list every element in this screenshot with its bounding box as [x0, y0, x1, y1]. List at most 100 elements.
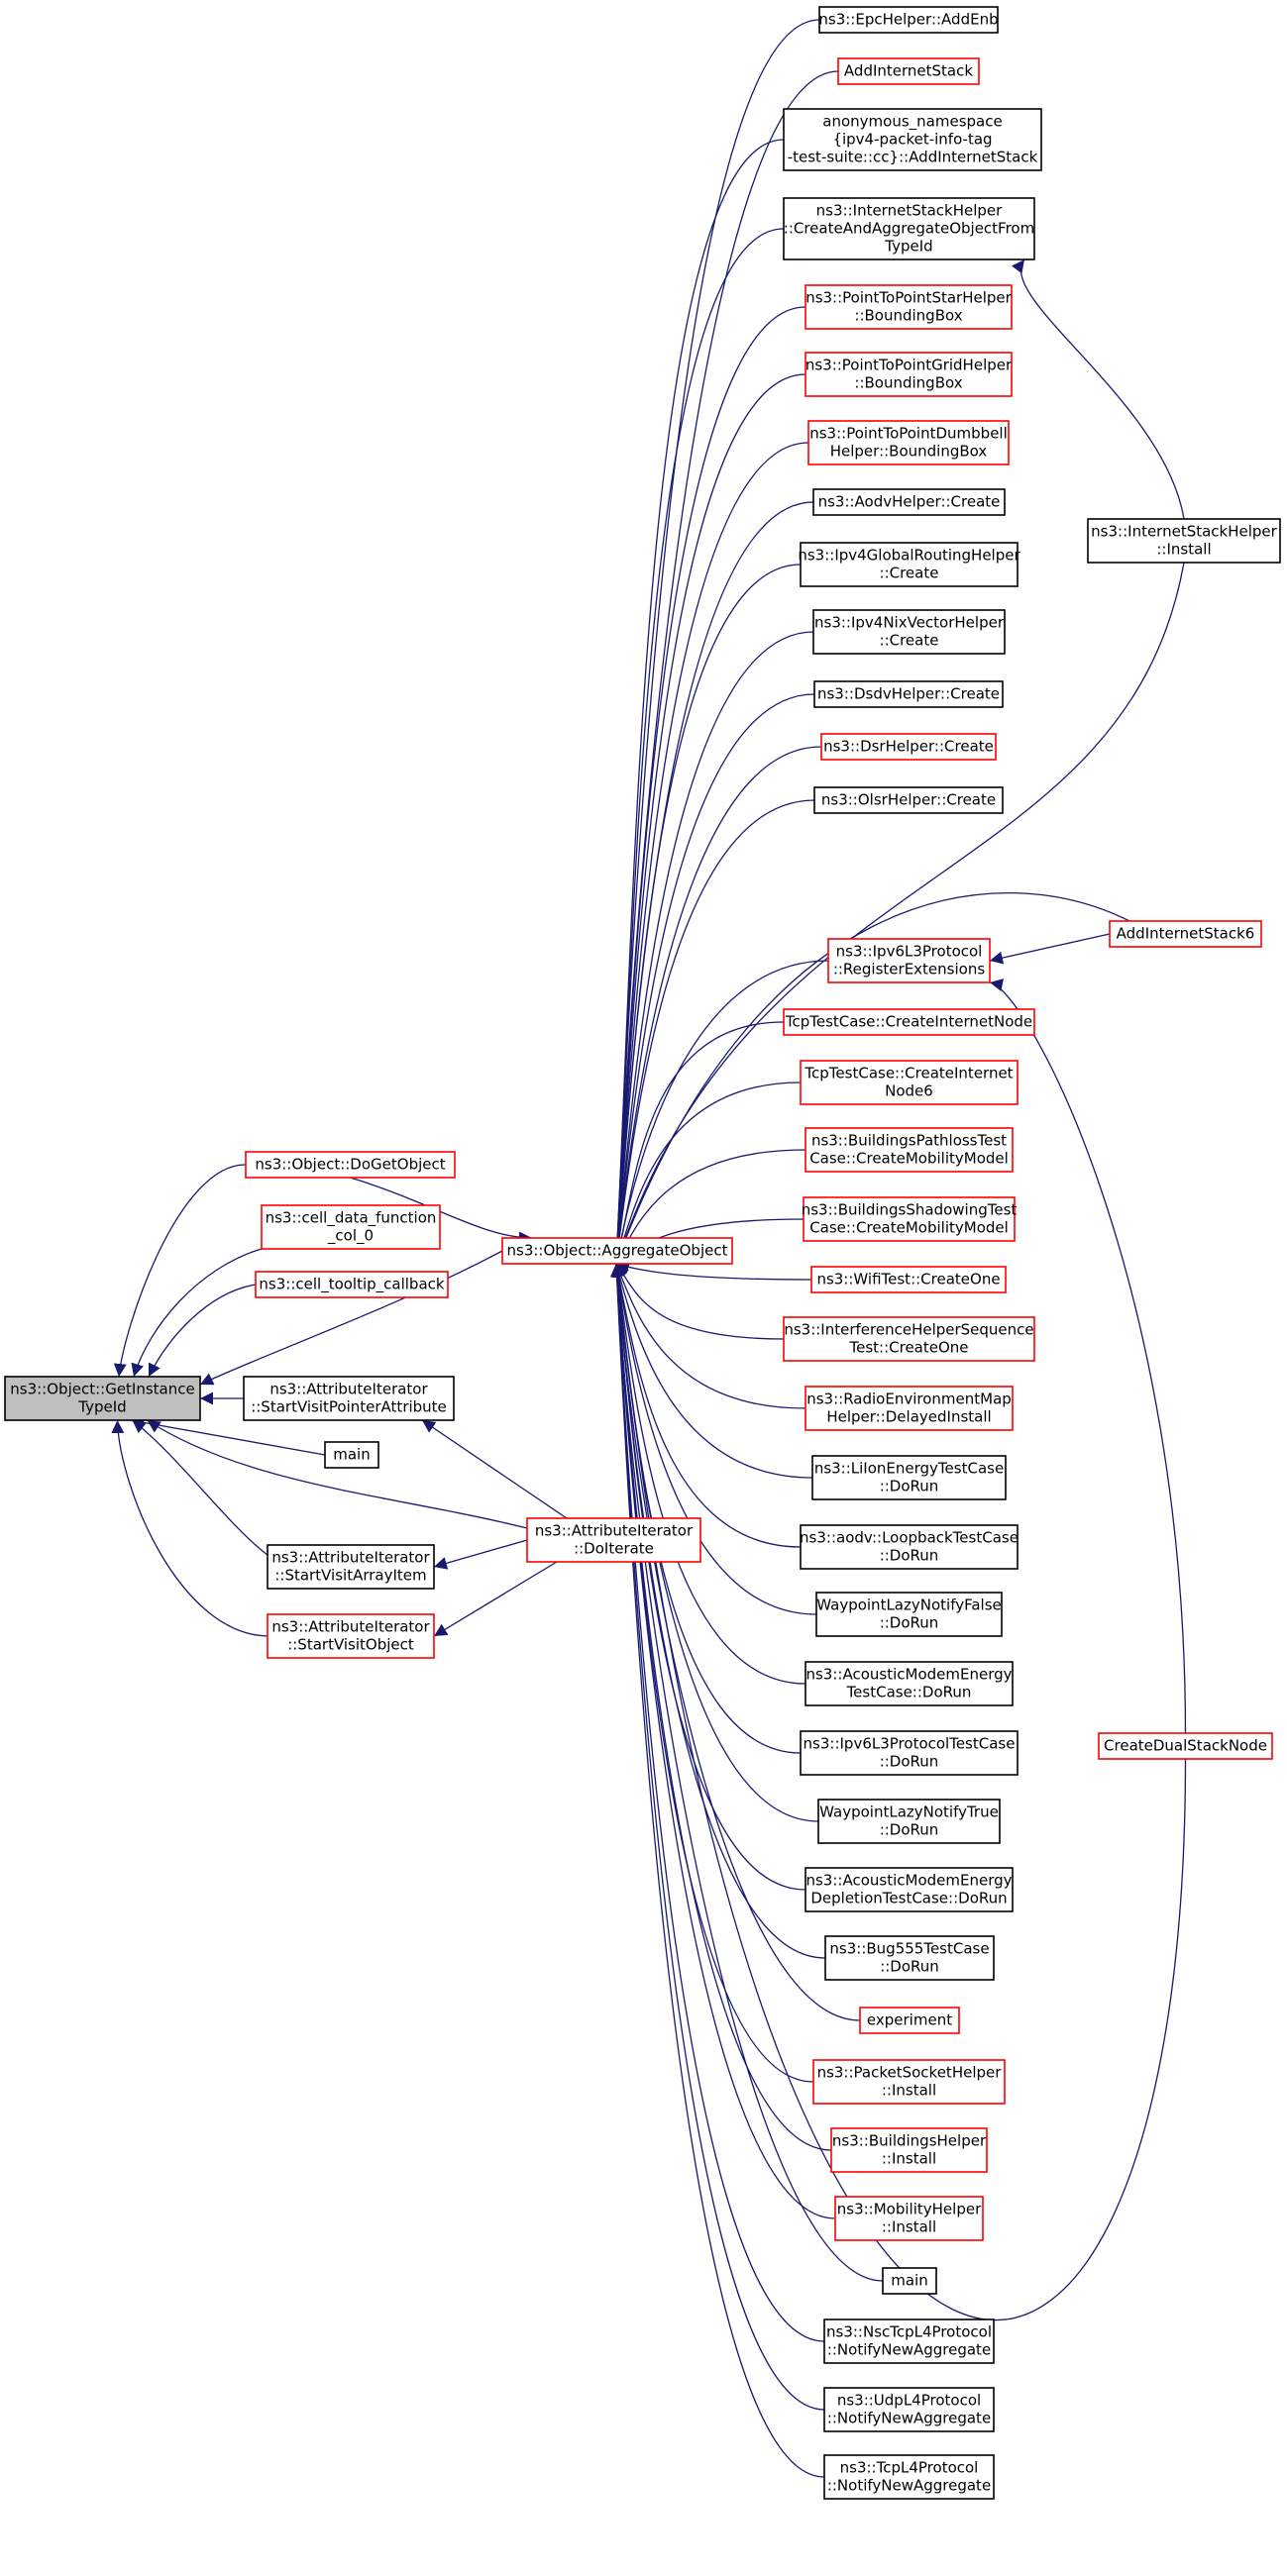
- node-aggregate-object[interactable]: ns3::Object::AggregateObject: [501, 1237, 733, 1265]
- node-anon-add-internet-stack[interactable]: anonymous_namespace{ipv4-packet-info-tag…: [783, 108, 1042, 171]
- node-liion-dorun[interactable]: ns3::LiIonEnergyTestCase::DoRun: [811, 1455, 1007, 1500]
- node-label-line: Helper::BoundingBox: [830, 443, 988, 461]
- node-label-line: ns3::Ipv4GlobalRoutingHelper: [798, 547, 1020, 565]
- node-label-line: ns3::BuildingsShadowingTest: [802, 1201, 1018, 1219]
- node-label-line: ns3::AttributeIterator: [269, 1381, 428, 1398]
- node-dsdv-create[interactable]: ns3::DsdvHelper::Create: [813, 680, 1004, 708]
- node-cell-tooltip-callback[interactable]: ns3::cell_tooltip_callback: [255, 1271, 449, 1298]
- node-create-dual-stack[interactable]: CreateDualStackNode: [1098, 1732, 1273, 1760]
- node-box: [813, 680, 1004, 708]
- edge-waypoint_false_dorun-to-aggregate-object: [611, 1263, 817, 1615]
- node-ipv4-nix-create[interactable]: ns3::Ipv4NixVectorHelper::Create: [812, 609, 1006, 655]
- node-ipv6l3-register[interactable]: ns3::Ipv6L3Protocol::RegisterExtensions: [827, 938, 991, 983]
- node-box: [810, 1266, 1007, 1293]
- node-main-left[interactable]: main: [324, 1441, 379, 1469]
- node-box: [267, 1544, 435, 1590]
- node-buildings-install[interactable]: ns3::BuildingsHelper::Install: [830, 2127, 988, 2173]
- node-box: [267, 1613, 435, 1659]
- node-label-line: ns3::Bug555TestCase: [829, 1940, 989, 1958]
- node-buildings-shadowing[interactable]: ns3::BuildingsShadowingTestCase::CreateM…: [802, 1196, 1018, 1242]
- node-waypoint-true-dorun[interactable]: WaypointLazyNotifyTrue::DoRun: [817, 1799, 1001, 1844]
- node-label-line: ns3::BuildingsPathlossTest: [811, 1132, 1007, 1150]
- node-mobility-install[interactable]: ns3::MobilityHelper::Install: [834, 2196, 984, 2241]
- node-box: [823, 2318, 995, 2364]
- node-label-line: ns3::PointToPointGridHelper: [805, 357, 1013, 374]
- node-olsr-create[interactable]: ns3::OlsrHelper::Create: [813, 786, 1004, 814]
- node-bug555-dorun[interactable]: ns3::Bug555TestCase::DoRun: [824, 1935, 995, 1981]
- node-waypoint-false-dorun[interactable]: WaypointLazyNotifyFalse::DoRun: [815, 1592, 1003, 1637]
- node-box: [526, 1517, 701, 1563]
- node-box: [800, 1524, 1019, 1570]
- edge-radio_env_delayed-to-aggregate-object: [614, 1263, 806, 1409]
- node-interference-create-one[interactable]: ns3::InterferenceHelperSequenceTest::Cre…: [783, 1316, 1035, 1362]
- node-label-line: ns3::LiIonEnergyTestCase: [814, 1460, 1004, 1478]
- edge-doiterate-to-startvisitobject: [433, 1561, 558, 1637]
- edge-ipv4_nix_create-to-aggregate-object: [610, 631, 814, 1265]
- node-add-internet-stack6[interactable]: AddInternetStack6: [1109, 920, 1262, 948]
- node-box: [823, 2387, 995, 2432]
- node-epc-add-enb[interactable]: ns3::EpcHelper::AddEnb: [818, 6, 999, 34]
- node-box: [245, 1151, 456, 1179]
- node-ipv6l3-test-dorun[interactable]: ns3::Ipv6L3ProtocolTestCase::DoRun: [800, 1730, 1019, 1776]
- node-label-line: main: [891, 2272, 927, 2290]
- node-label-line: ::Install: [882, 2082, 936, 2100]
- node-p2p-star-bbox[interactable]: ns3::PointToPointStarHelper::BoundingBox: [804, 284, 1013, 330]
- node-ipv4-global-create[interactable]: ns3::Ipv4GlobalRoutingHelper::Create: [798, 542, 1020, 587]
- node-label-line: ns3::NscTcpL4Protocol: [826, 2323, 992, 2341]
- node-box: [804, 352, 1013, 397]
- node-packet-socket-install[interactable]: ns3::PacketSocketHelper::Install: [812, 2059, 1006, 2105]
- edge-ipv6l3_test_dorun-to-aggregate-object: [611, 1263, 802, 1754]
- node-radio-env-delayed[interactable]: ns3::RadioEnvironmentMapHelper::DelayedI…: [804, 1386, 1014, 1431]
- node-label-line: -test-suite::cc}::AddInternetStack: [788, 149, 1038, 166]
- node-nsc-tcp-notify[interactable]: ns3::NscTcpL4Protocol::NotifyNewAggregat…: [823, 2318, 995, 2364]
- node-label-line: ns3::Ipv6L3ProtocolTestCase: [804, 1735, 1016, 1753]
- node-label-line: ns3::aodv::LoopbackTestCase: [800, 1529, 1019, 1547]
- node-acoustic-depletion-dorun[interactable]: ns3::AcousticModemEnergyDepletionTestCas…: [804, 1867, 1014, 1912]
- node-box: [804, 1661, 1014, 1706]
- node-p2p-dumbbell-bbox[interactable]: ns3::PointToPointDumbbellHelper::Boundin…: [807, 420, 1010, 465]
- node-box: [261, 1204, 441, 1250]
- node-label-line: ns3::RadioEnvironmentMap: [806, 1391, 1012, 1408]
- node-label-line: CreateDualStackNode: [1104, 1737, 1267, 1755]
- node-experiment[interactable]: experiment: [859, 2007, 960, 2034]
- node-do-get-object[interactable]: ns3::Object::DoGetObject: [245, 1151, 456, 1179]
- node-label-line: ns3::PointToPointDumbbell: [809, 425, 1008, 443]
- node-p2p-grid-bbox[interactable]: ns3::PointToPointGridHelper::BoundingBox: [804, 352, 1013, 397]
- edge-addinternetstack6-to-register: [989, 933, 1111, 965]
- node-aodv-create[interactable]: ns3::AodvHelper::Create: [812, 488, 1006, 516]
- node-udp-notify[interactable]: ns3::UdpL4Protocol::NotifyNewAggregate: [823, 2387, 995, 2432]
- node-do-iterate[interactable]: ns3::AttributeIterator::DoIterate: [526, 1517, 701, 1563]
- edge-main_mid-to-aggregate-object: [610, 1263, 884, 2282]
- node-tcp-notify[interactable]: ns3::TcpL4Protocol::NotifyNewAggregate: [823, 2454, 995, 2500]
- node-start-visit-array[interactable]: ns3::AttributeIterator::StartVisitArrayI…: [267, 1544, 435, 1590]
- node-dsr-create[interactable]: ns3::DsrHelper::Create: [820, 733, 997, 761]
- node-box: [815, 1592, 1003, 1637]
- node-label-line: ns3::Object::AggregateObject: [507, 1242, 728, 1260]
- edge-liion_dorun-to-aggregate-object: [613, 1263, 813, 1479]
- node-box: [1109, 920, 1262, 948]
- node-add-internet-stack[interactable]: AddInternetStack: [837, 57, 980, 85]
- node-cell-data-function[interactable]: ns3::cell_data_function_col_0: [261, 1204, 441, 1250]
- node-label-line: ::Install: [882, 2218, 936, 2236]
- node-buildings-pathloss[interactable]: ns3::BuildingsPathlossTestCase::CreateMo…: [804, 1127, 1014, 1173]
- node-box: [812, 488, 1006, 516]
- edge-dogetobject-to-getinstancetypeid: [113, 1164, 247, 1378]
- node-aodv-loopback-dorun[interactable]: ns3::aodv::LoopbackTestCase::DoRun: [800, 1524, 1019, 1570]
- node-label-line: ns3::InternetStackHelper: [1091, 523, 1277, 541]
- node-label-line: AddInternetStack: [844, 62, 973, 80]
- node-label-line: ns3::WifiTest::CreateOne: [816, 1271, 1000, 1288]
- node-start-visit-pointer[interactable]: ns3::AttributeIterator::StartVisitPointe…: [243, 1376, 455, 1421]
- node-box: [803, 1196, 1016, 1242]
- node-internet-stack-install[interactable]: ns3::InternetStackHelper::Install: [1087, 518, 1281, 564]
- node-wifi-create-one[interactable]: ns3::WifiTest::CreateOne: [810, 1266, 1007, 1293]
- node-label-line: ns3::InternetStackHelper: [816, 202, 1003, 220]
- node-tcp-create-node[interactable]: TcpTestCase::CreateInternetNode: [783, 1008, 1035, 1036]
- node-box: [812, 2059, 1006, 2105]
- edge-doiterate-to-startvisitpointer: [421, 1419, 568, 1519]
- node-start-visit-object[interactable]: ns3::AttributeIterator::StartVisitObject: [267, 1613, 435, 1659]
- node-create-and-aggregate[interactable]: ns3::InternetStackHelper::CreateAndAggre…: [783, 197, 1035, 260]
- node-main-mid[interactable]: main: [882, 2267, 937, 2295]
